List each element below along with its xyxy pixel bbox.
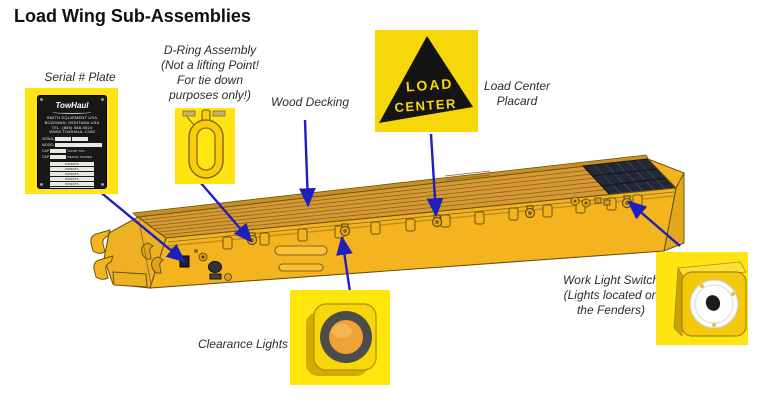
arrow-clearance-lights bbox=[336, 235, 353, 293]
plate-patent-rows: PATENTS PATENTS PATENTS PATENTS PATENTS … bbox=[38, 162, 106, 188]
clearance-lights-label: Clearance Lights bbox=[197, 337, 289, 351]
plate-brand: TowHaul bbox=[55, 101, 89, 110]
wood-deck bbox=[136, 158, 678, 239]
work-light-switch-label: Work Light Switch (Lights located on the… bbox=[562, 273, 660, 317]
placard-triangle bbox=[379, 36, 473, 123]
plate-address-line: WWW.TOWHAUL.COM bbox=[49, 129, 95, 135]
d-ring-image bbox=[182, 109, 226, 179]
load-center-placard-art: LOAD CENTER bbox=[379, 36, 473, 123]
serial-plate-callout-box: TowHaul SMITH EQUIPMENT USA BOZEMAN, MON… bbox=[25, 88, 118, 194]
wood-decking-label: Wood Decking bbox=[270, 95, 350, 109]
work-light-switch-image bbox=[673, 261, 747, 337]
arrow-serial-plate bbox=[92, 185, 186, 263]
right-fittings bbox=[570, 196, 611, 208]
placard-word-load: LOAD bbox=[405, 75, 454, 94]
arrow-wood-decking bbox=[299, 119, 316, 208]
callout-arrows bbox=[92, 119, 681, 293]
work-light-switch-callout-box bbox=[656, 252, 748, 345]
plate-address-line: BOZEMAN, MONTANA USA bbox=[44, 119, 100, 125]
tie-rails bbox=[274, 245, 328, 272]
arrow-d-ring bbox=[199, 181, 253, 243]
arrow-work-light-switch bbox=[627, 200, 681, 247]
placard-word-center: CENTER bbox=[394, 96, 457, 115]
d-ring-callout-box bbox=[175, 108, 235, 184]
left-face-fittings bbox=[171, 247, 232, 281]
d-ring-label: D-Ring Assembly (Not a lifting Point! Fo… bbox=[160, 43, 260, 102]
clearance-lights-callout-box bbox=[290, 290, 390, 385]
stake-pockets bbox=[222, 194, 643, 250]
rear-grating bbox=[581, 158, 678, 197]
serial-plate-label: Serial # Plate bbox=[44, 70, 116, 84]
plate-field-row: MODEL bbox=[42, 142, 102, 147]
serial-plate-image: TowHaul SMITH EQUIPMENT USA BOZEMAN, MON… bbox=[37, 95, 107, 189]
page-title: Load Wing Sub-Assemblies bbox=[14, 6, 251, 26]
plate-field-row: SERIAL bbox=[42, 136, 102, 141]
arrow-load-center bbox=[426, 133, 444, 218]
clearance-light-image bbox=[306, 303, 377, 376]
plate-address-line: TEL: (866) 588-5624 bbox=[51, 124, 93, 130]
load-center-label: Load Center Placard bbox=[483, 79, 551, 108]
plate-swoosh bbox=[52, 110, 92, 114]
plate-address-line: SMITH EQUIPMENT USA bbox=[46, 115, 98, 120]
load-center-placard: LOAD CENTER bbox=[375, 30, 478, 132]
